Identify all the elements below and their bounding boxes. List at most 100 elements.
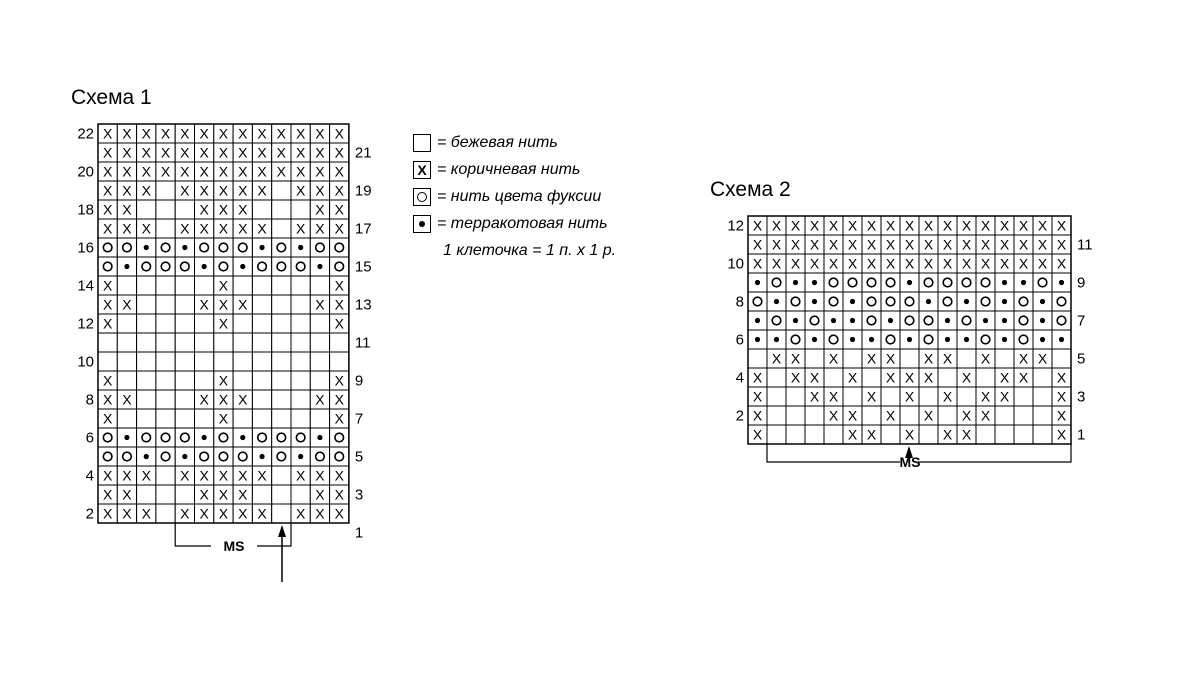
circle-cell-icon xyxy=(413,187,431,206)
scheme-1-x-stitch: X xyxy=(142,183,152,199)
scheme-1-ms-arrow-head xyxy=(278,525,286,537)
scheme-2-dot-stitch xyxy=(792,317,799,324)
scheme-2-cell xyxy=(766,272,787,293)
scheme-1-x-stitch: X xyxy=(277,145,287,161)
scheme-1-x-stitch: X xyxy=(199,392,209,408)
scheme-1-cell xyxy=(136,294,157,315)
scheme-1-cell xyxy=(174,484,195,505)
scheme-1-circle-stitch xyxy=(334,451,345,462)
scheme-1-x-stitch: X xyxy=(296,506,306,522)
scheme-2-cell xyxy=(975,291,996,312)
scheme-2-dot-stitch xyxy=(944,336,951,343)
scheme-1-x-stitch: X xyxy=(219,145,229,161)
scheme-1-x-stitch: X xyxy=(219,487,229,503)
scheme-1-row-number-right: 13 xyxy=(355,297,372,314)
scheme-2-row-number-left: 2 xyxy=(736,408,744,425)
scheme-1-x-stitch: X xyxy=(238,487,248,503)
scheme-2-row-number-left: 4 xyxy=(736,370,744,387)
scheme-1-cell xyxy=(232,351,253,372)
scheme-1-cell xyxy=(271,199,292,220)
scheme-2-cell xyxy=(937,405,958,426)
scheme-1-x-stitch: X xyxy=(277,164,287,180)
scheme-2-circle-stitch xyxy=(1018,334,1029,345)
scheme-1-x-stitch: X xyxy=(335,126,345,142)
scheme-1-x-stitch: X xyxy=(257,506,267,522)
scheme-1-x-stitch: X xyxy=(122,487,132,503)
scheme-1-x-stitch: X xyxy=(122,164,132,180)
scheme-1-cell xyxy=(136,275,157,296)
scheme-1-x-stitch: X xyxy=(219,411,229,427)
scheme-2-x-stitch: X xyxy=(924,351,934,367)
scheme-2-x-stitch: X xyxy=(867,427,877,443)
scheme-2-x-stitch: X xyxy=(772,237,782,253)
scheme-1-x-stitch: X xyxy=(315,221,325,237)
scheme-1-row-number-right: 5 xyxy=(355,449,363,466)
scheme-1-cell xyxy=(251,484,273,505)
scheme-2-x-stitch: X xyxy=(848,237,858,253)
scheme-1-cell xyxy=(136,427,157,448)
scheme-2-circle-stitch xyxy=(961,277,972,288)
scheme-1-cell xyxy=(136,408,157,429)
scheme-2-dot-stitch xyxy=(754,336,761,343)
scheme-1-x-stitch: X xyxy=(238,297,248,313)
scheme-2-row-number-right: 5 xyxy=(1077,351,1085,368)
legend-item-fuchsia: = нить цвета фуксии xyxy=(413,183,616,210)
scheme-2-x-stitch: X xyxy=(1019,218,1029,234)
scheme-2-cell xyxy=(994,348,1015,369)
scheme-1-cell xyxy=(271,503,292,524)
scheme-1-cell xyxy=(290,294,311,315)
scheme-1-x-stitch: X xyxy=(238,221,248,237)
scheme-1-circle-stitch xyxy=(237,242,248,253)
scheme-2-dot-stitch xyxy=(811,279,818,286)
scheme-1-circle-stitch xyxy=(160,261,171,272)
scheme-2-x-stitch: X xyxy=(848,218,858,234)
scheme-1-x-stitch: X xyxy=(142,506,152,522)
scheme-1-cell xyxy=(290,199,311,220)
scheme-2-dot-stitch xyxy=(1001,317,1008,324)
legend-text-terracotta: = терракотовая нить xyxy=(437,214,608,232)
scheme-1-x-stitch: X xyxy=(161,164,171,180)
scheme-2-x-stitch: X xyxy=(1019,237,1029,253)
scheme-2-cell xyxy=(1032,367,1053,388)
scheme-2-dot-stitch xyxy=(830,317,837,324)
scheme-2-circle-stitch xyxy=(809,315,820,326)
scheme-1-dot-stitch xyxy=(298,453,304,460)
scheme-2-circle-stitch xyxy=(866,277,877,288)
scheme-2-cell xyxy=(785,405,806,426)
scheme-1-x-stitch: X xyxy=(315,392,325,408)
scheme-1-cell xyxy=(116,408,138,429)
scheme-1-cell xyxy=(116,370,138,391)
scheme-2-x-stitch: X xyxy=(1038,351,1048,367)
scheme-1-x-stitch: X xyxy=(219,164,229,180)
scheme-2-dot-stitch xyxy=(963,298,970,305)
scheme-1-cell xyxy=(97,446,118,467)
scheme-2-x-stitch: X xyxy=(981,351,991,367)
scheme-2-dot-stitch xyxy=(887,317,894,324)
scheme-2-cell xyxy=(918,386,939,407)
scheme-2-circle-stitch xyxy=(885,277,896,288)
scheme-1-cell xyxy=(309,313,331,334)
scheme-2-cell xyxy=(823,329,844,350)
scheme-1-x-stitch: X xyxy=(180,468,190,484)
scheme-1-row-number-left: 10 xyxy=(77,354,94,371)
scheme-2-x-stitch: X xyxy=(753,389,763,405)
scheme-2-x-stitch: X xyxy=(1057,427,1067,443)
scheme-2-x-stitch: X xyxy=(905,256,915,272)
scheme-2-x-stitch: X xyxy=(924,237,934,253)
scheme-2-dot-stitch xyxy=(773,336,780,343)
legend-text-beige: = бежевая нить xyxy=(437,133,558,151)
scheme-2-x-stitch: X xyxy=(848,408,858,424)
scheme-2-x-stitch: X xyxy=(1038,237,1048,253)
scheme-1-cell xyxy=(174,313,195,334)
scheme-1-x-stitch: X xyxy=(335,468,345,484)
scheme-2-dot-stitch xyxy=(944,317,951,324)
scheme-1-cell xyxy=(290,332,311,353)
scheme-2-circle-stitch xyxy=(980,334,991,345)
scheme-1-x-stitch: X xyxy=(199,221,209,237)
scheme-2-x-stitch: X xyxy=(810,370,820,386)
scheme-2-circle-stitch xyxy=(923,315,934,326)
scheme-2-dot-stitch xyxy=(773,298,780,305)
scheme-2-dot-stitch xyxy=(811,336,818,343)
scheme-2-cell xyxy=(975,329,996,350)
scheme-1-cell xyxy=(136,484,157,505)
